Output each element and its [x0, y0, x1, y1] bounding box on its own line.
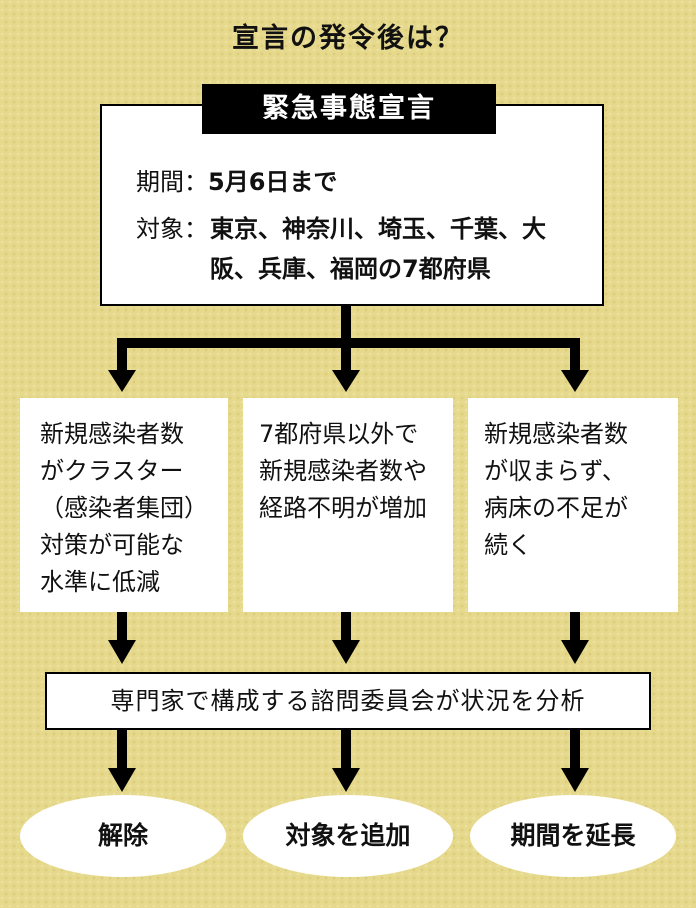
cond2-line: [341, 612, 351, 642]
outcome-extend-period: 期間を延長: [470, 795, 676, 877]
condition-box-3: 新規感染者数 が収まらず、 病床の不足が 続く: [468, 398, 678, 612]
declaration-box: [100, 104, 604, 306]
branch-left-line: [117, 338, 127, 372]
out2-line: [341, 730, 351, 770]
declaration-label: 緊急事態宣言: [202, 84, 496, 134]
arrowhead-4: [108, 640, 136, 664]
arrowhead-5: [332, 640, 360, 664]
condition-box-2: 7都府県以外で 新規感染者数や 経路不明が増加: [243, 398, 453, 612]
outcome-add-target: 対象を追加: [243, 795, 453, 877]
target-value: 東京、神奈川、埼玉、千葉、大阪、兵庫、福岡の7都府県: [210, 215, 546, 283]
period-value: 5月6日まで: [208, 168, 338, 196]
out3-line: [570, 730, 580, 770]
cond3-line: [570, 612, 580, 642]
cond1-line: [117, 612, 127, 642]
arrowhead-8: [332, 768, 360, 792]
diagram-title: 宣言の発令後は？: [232, 23, 464, 54]
period-key: 期間：: [136, 168, 208, 196]
condition-box-1: 新規感染者数 がクラスター （感染者集団） 対策が可能な 水準に低減: [20, 398, 228, 612]
arrowhead-6: [561, 640, 589, 664]
arrowhead-2: [332, 370, 360, 392]
arrowhead-1: [108, 370, 136, 392]
period-row: 期間：5月6日まで: [136, 162, 337, 197]
outcome-lift: 解除: [20, 795, 226, 877]
analysis-box: 専門家で構成する諮問委員会が状況を分析: [45, 672, 651, 730]
arrowhead-3: [561, 370, 589, 392]
arrowhead-7: [108, 768, 136, 792]
branch-right-line: [570, 338, 580, 372]
target-key: 対象：: [136, 215, 208, 243]
branch-mid-line: [341, 338, 351, 372]
trunk-line: [341, 306, 351, 346]
arrowhead-9: [561, 768, 589, 792]
out1-line: [117, 730, 127, 770]
